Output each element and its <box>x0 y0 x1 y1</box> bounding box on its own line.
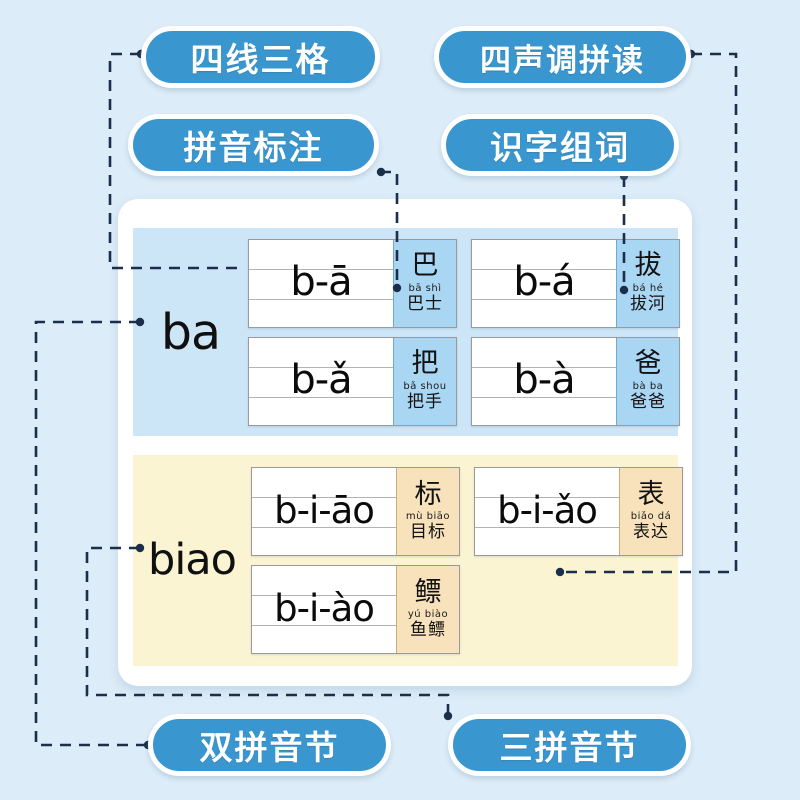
word-card-ba-3[interactable]: b-ǎ 把 bǎ shou 把手 <box>248 336 457 426</box>
word-pinyin: yú biào <box>407 609 449 621</box>
grid-line-2 <box>472 298 616 300</box>
word-card-ba-1[interactable]: b-ā 巴 bā shì 巴士 <box>248 238 457 328</box>
label-three-part-syllable-text: 三拼音节 <box>499 729 640 766</box>
label-two-part-syllable-text: 双拼音节 <box>199 729 340 766</box>
grid-line-1 <box>472 366 616 368</box>
spelling-text: b-i-ào <box>274 587 375 630</box>
word-pinyin: bǎ shou <box>403 380 447 392</box>
syllable-biao: biao <box>148 535 237 585</box>
grid-line-2 <box>475 527 619 528</box>
word-card-biao-3[interactable]: b-i-ào 鳔 yú biào 鱼鳔 <box>251 565 460 654</box>
label-character-word-text: 识字组词 <box>490 129 630 166</box>
word-card-ba-4[interactable]: b-à 爸 bà ba 爸爸 <box>471 336 680 426</box>
four-line-grid: b-i-āo <box>252 468 396 555</box>
word-text: 巴士 <box>407 293 443 314</box>
four-line-grid: b-i-ào <box>252 566 396 653</box>
word-card-ba-2[interactable]: b-á 拔 bá hé 拔河 <box>471 238 680 328</box>
label-four-line-grid[interactable]: 四线三格 <box>141 26 380 88</box>
grid-line-2 <box>249 298 393 300</box>
character-glyph: 爸 <box>634 348 662 380</box>
word-text: 把手 <box>407 391 443 412</box>
character-glyph: 标 <box>414 478 442 510</box>
grid-line-2 <box>249 396 393 398</box>
label-four-tone-reading-text: 四声调拼读 <box>480 42 645 78</box>
grid-line-1 <box>472 268 616 270</box>
four-line-grid: b-i-ǎo <box>475 468 619 555</box>
character-glyph: 把 <box>411 348 439 380</box>
word-card-biao-1[interactable]: b-i-āo 标 mù biāo 目标 <box>251 467 460 556</box>
label-pinyin-annotation-text: 拼音标注 <box>183 129 324 166</box>
character-glyph: 拔 <box>634 250 662 282</box>
four-line-grid: b-à <box>472 338 616 425</box>
character-cell[interactable]: 爸 bà ba 爸爸 <box>616 337 679 425</box>
word-text: 表达 <box>633 522 669 543</box>
word-pinyin: bà ba <box>632 380 664 392</box>
label-two-part-syllable[interactable]: 双拼音节 <box>148 714 391 776</box>
word-text: 爸爸 <box>630 391 666 412</box>
character-cell[interactable]: 巴 bā shì 巴士 <box>393 239 456 327</box>
spelling-text: b-à <box>513 357 575 403</box>
four-line-grid: b-ā <box>249 240 393 327</box>
table-row: b-i-āo 标 mù biāo 目标 b-i-ǎo 表 <box>251 467 683 556</box>
character-glyph: 巴 <box>411 250 439 282</box>
character-cell[interactable]: 鳔 yú biào 鱼鳔 <box>396 566 459 653</box>
section-ba: ba b-ā 巴 bā shì 巴士 <box>133 228 680 436</box>
character-cell[interactable]: 表 biǎo dá 表达 <box>619 468 682 555</box>
syllable-ba: ba <box>160 303 221 361</box>
word-text: 拔河 <box>630 293 666 314</box>
character-cell[interactable]: 拔 bá hé 拔河 <box>616 239 679 327</box>
spelling-text: b-i-āo <box>274 489 375 532</box>
grid-line-1 <box>249 268 393 270</box>
word-pinyin: bā shì <box>408 282 442 294</box>
spelling-text: b-á <box>513 259 575 305</box>
grid-line-2 <box>472 396 616 398</box>
word-card-biao-2[interactable]: b-i-ǎo 表 biǎo dá 表达 <box>474 467 683 556</box>
label-four-tone-reading[interactable]: 四声调拼读 <box>434 26 691 88</box>
word-text: 目标 <box>410 522 446 543</box>
word-pinyin: biǎo dá <box>630 511 672 523</box>
spelling-text: b-ǎ <box>290 357 352 403</box>
section-ba-rows: b-ā 巴 bā shì 巴士 b-á 拔 <box>248 238 680 426</box>
word-text: 鱼鳔 <box>410 620 446 641</box>
label-pinyin-annotation[interactable]: 拼音标注 <box>128 114 379 176</box>
grid-line-1 <box>249 366 393 368</box>
spelling-text: b-i-ǎo <box>497 489 598 532</box>
word-pinyin: mù biāo <box>405 511 451 523</box>
grid-line-1 <box>252 497 396 498</box>
section-biao: biao b-i-āo 标 mù biāo 目标 <box>133 455 683 666</box>
spelling-text: b-ā <box>290 259 352 305</box>
label-three-part-syllable[interactable]: 三拼音节 <box>448 714 691 776</box>
table-row: b-ā 巴 bā shì 巴士 b-á 拔 <box>248 238 680 328</box>
grid-line-2 <box>252 527 396 528</box>
word-pinyin: bá hé <box>632 282 664 294</box>
four-line-grid: b-á <box>472 240 616 327</box>
table-row: b-i-ào 鳔 yú biào 鱼鳔 <box>251 565 683 654</box>
character-cell[interactable]: 标 mù biāo 目标 <box>396 468 459 555</box>
label-four-line-grid-text: 四线三格 <box>190 41 331 78</box>
character-cell[interactable]: 把 bǎ shou 把手 <box>393 337 456 425</box>
character-glyph: 鳔 <box>414 576 442 608</box>
character-glyph: 表 <box>637 478 665 510</box>
four-line-grid: b-ǎ <box>249 338 393 425</box>
section-biao-rows: b-i-āo 标 mù biāo 目标 b-i-ǎo 表 <box>251 467 683 654</box>
grid-line-1 <box>475 497 619 498</box>
label-character-word[interactable]: 识字组词 <box>441 114 679 176</box>
table-row: b-ǎ 把 bǎ shou 把手 b-à 爸 <box>248 336 680 426</box>
